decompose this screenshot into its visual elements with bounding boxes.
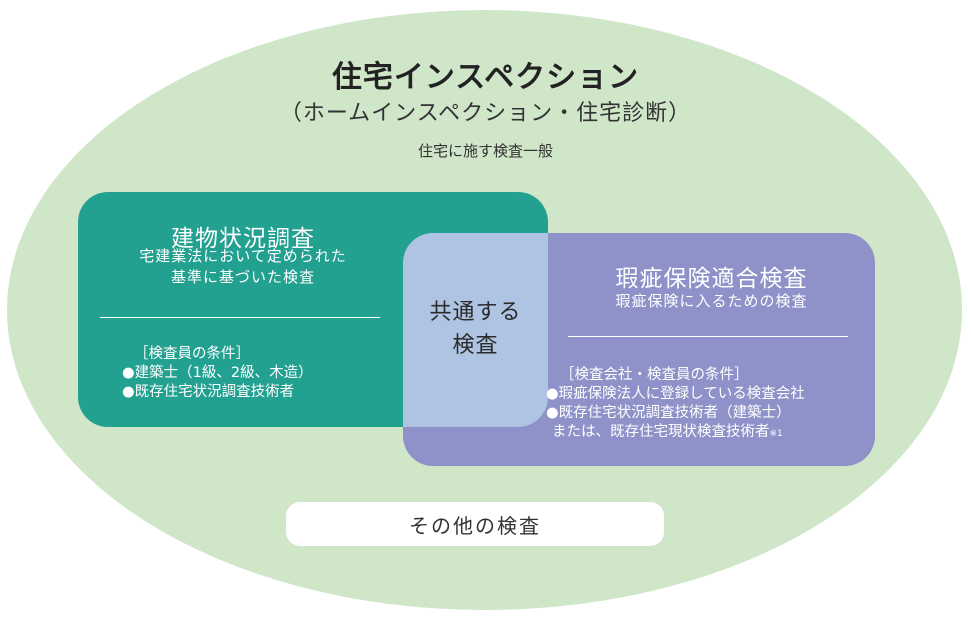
defect-insurance-condition-3-text: または、既存住宅現状検査技術者 bbox=[552, 424, 770, 440]
building-survey-description: 宅建業法において定められた 基準に基づいた検査 bbox=[78, 246, 408, 288]
defect-insurance-condition-2: ●既存住宅状況調査技術者（建築士） bbox=[546, 405, 791, 421]
common-line-1: 共通する bbox=[429, 300, 522, 325]
building-survey-desc-line-1: 宅建業法において定められた bbox=[139, 247, 347, 265]
building-survey-desc-line-2: 基準に基づいた検査 bbox=[170, 268, 315, 286]
common-inspection-overlap bbox=[403, 233, 548, 427]
building-survey-divider bbox=[100, 317, 380, 318]
defect-insurance-conditions-header: ［検査会社・検査員の条件］ bbox=[560, 367, 749, 383]
defect-insurance-title: 瑕疵保険適合検査 bbox=[615, 266, 808, 292]
defect-insurance-divider bbox=[568, 336, 848, 337]
common-inspection-label: 共通する 検査 bbox=[403, 296, 548, 362]
defect-insurance-conditions: ［検査会社・検査員の条件］ ●瑕疵保険法人に登録している検査会社 ●既存住宅状況… bbox=[546, 366, 805, 444]
diagram-title: 住宅インスペクション bbox=[331, 60, 640, 95]
building-survey-conditions: ［検査員の条件］ ●建築士（1級、2級、木造） ●既存住宅状況調査技術者 bbox=[122, 345, 313, 402]
footnote-marker: ※1 bbox=[769, 429, 783, 439]
common-line-2: 検査 bbox=[452, 333, 499, 358]
building-survey-title: 建物状況調査 bbox=[171, 226, 315, 252]
diagram-note: 住宅に施す検査一般 bbox=[417, 142, 553, 160]
building-survey-conditions-header: ［検査員の条件］ bbox=[134, 346, 250, 362]
diagram-subtitle: （ホームインスペクション・住宅診断） bbox=[279, 101, 692, 126]
defect-insurance-description: 瑕疵保険に入るための検査 bbox=[615, 292, 808, 310]
defect-insurance-condition-3: または、既存住宅現状検査技術者※1 bbox=[552, 423, 805, 444]
building-survey-condition-2: ●既存住宅状況調査技術者 bbox=[122, 384, 295, 400]
other-inspections-pill: その他の検査 bbox=[286, 502, 664, 546]
defect-insurance-condition-1: ●瑕疵保険法人に登録している検査会社 bbox=[546, 386, 805, 402]
building-survey-condition-1: ●建築士（1級、2級、木造） bbox=[122, 365, 313, 381]
